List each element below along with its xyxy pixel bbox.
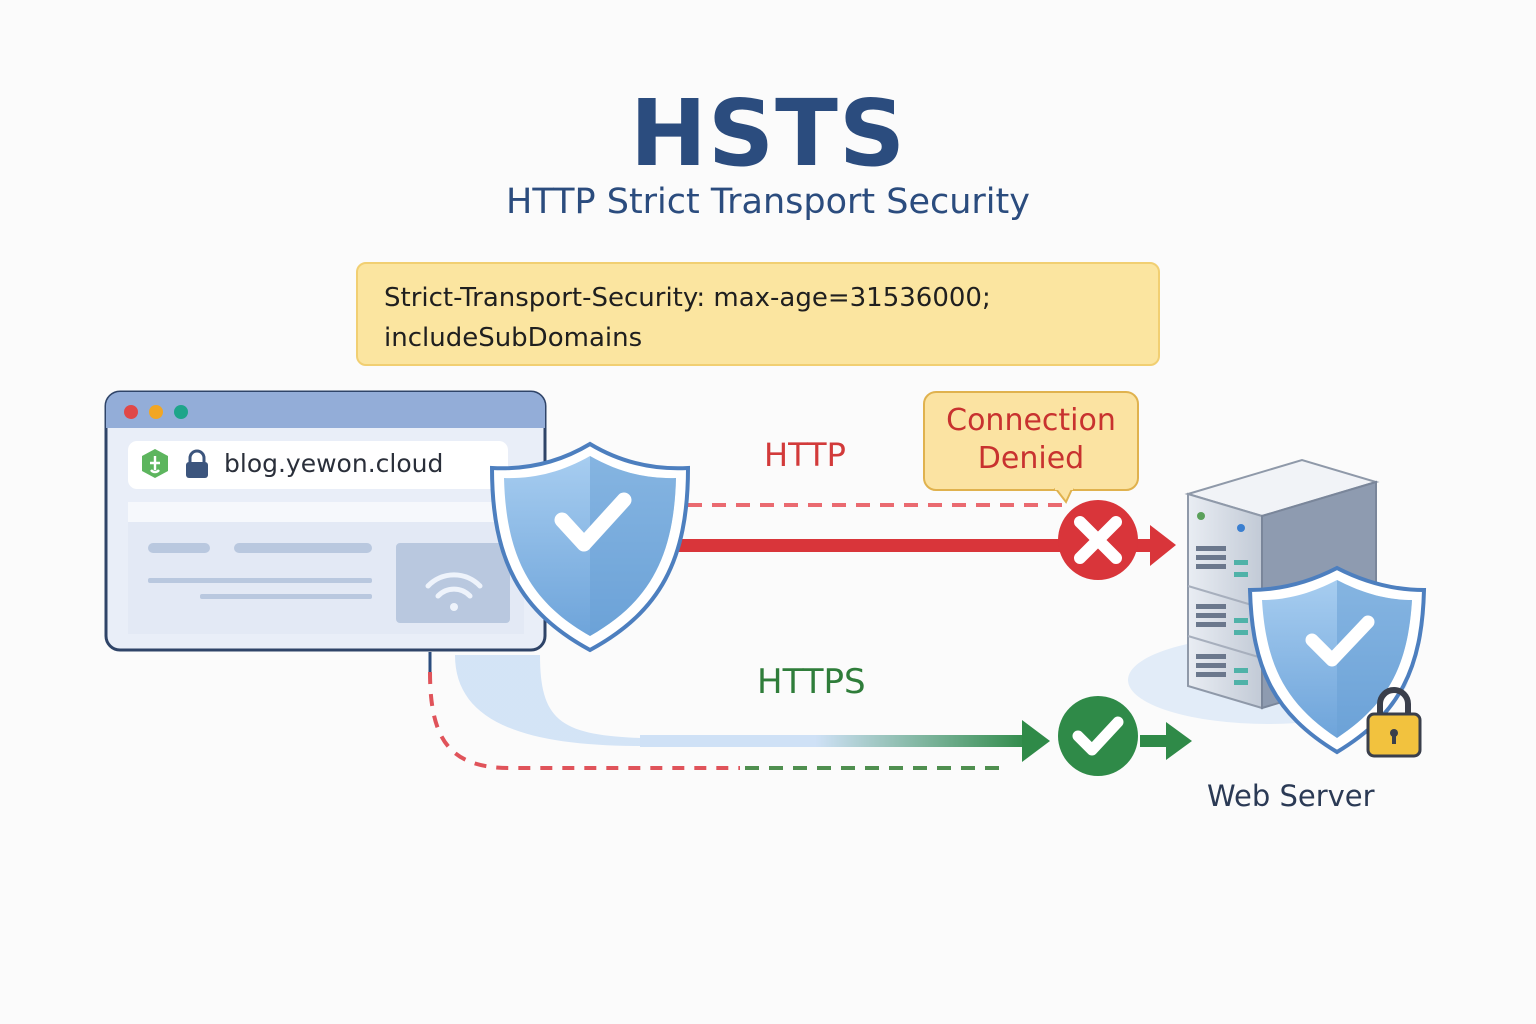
denied-line-1: Connection bbox=[946, 403, 1116, 438]
address-bar[interactable] bbox=[128, 441, 508, 489]
check-icon bbox=[1058, 696, 1138, 776]
connection-denied-text: Connection Denied bbox=[924, 402, 1138, 478]
https-arrow-shaft bbox=[640, 735, 1030, 747]
http-label: HTTP bbox=[764, 436, 846, 474]
connection-denied-callout bbox=[923, 391, 1139, 504]
content-image-box bbox=[396, 543, 510, 623]
content-line-1 bbox=[148, 543, 210, 553]
wifi-icon bbox=[425, 572, 483, 611]
content-line-3 bbox=[148, 578, 372, 583]
window-close-dot[interactable] bbox=[124, 405, 138, 419]
window-minimize-dot[interactable] bbox=[149, 405, 163, 419]
content-line-4 bbox=[200, 594, 372, 599]
diagram-title: HSTS bbox=[629, 80, 907, 187]
security-badge-icon bbox=[142, 449, 168, 478]
http-arrow-head bbox=[1150, 525, 1176, 566]
lock-icon bbox=[186, 449, 208, 478]
content-line-2 bbox=[234, 543, 372, 553]
address-bar-url[interactable]: blog.yewon.cloud bbox=[224, 449, 444, 478]
hsts-header-note: Strict-Transport-Security: max-age=31536… bbox=[356, 262, 1160, 366]
diagram-subtitle: HTTP Strict Transport Security bbox=[506, 182, 1030, 222]
https-arrow-tail bbox=[1140, 735, 1168, 747]
header-line-1: Strict-Transport-Security: max-age=31536… bbox=[384, 283, 991, 313]
cross-icon bbox=[1058, 500, 1138, 580]
shield-check-icon bbox=[554, 492, 632, 552]
redirect-dashed-path bbox=[428, 671, 740, 770]
padlock-icon bbox=[1366, 687, 1422, 758]
browser-window bbox=[104, 390, 547, 652]
denied-line-2: Denied bbox=[977, 441, 1085, 476]
web-server-label: Web Server bbox=[1207, 779, 1375, 813]
window-maximize-dot[interactable] bbox=[174, 405, 188, 419]
https-arrow-head bbox=[1022, 720, 1050, 762]
header-line-2: includeSubDomains bbox=[384, 323, 643, 353]
https-label: HTTPS bbox=[757, 662, 866, 702]
browser-shield-icon bbox=[489, 441, 691, 653]
http-arrow-shaft bbox=[672, 539, 1067, 552]
https-flow-band bbox=[455, 655, 1020, 746]
server-shield-check-icon bbox=[1305, 615, 1375, 667]
https-arrow-tail-head bbox=[1166, 722, 1192, 760]
